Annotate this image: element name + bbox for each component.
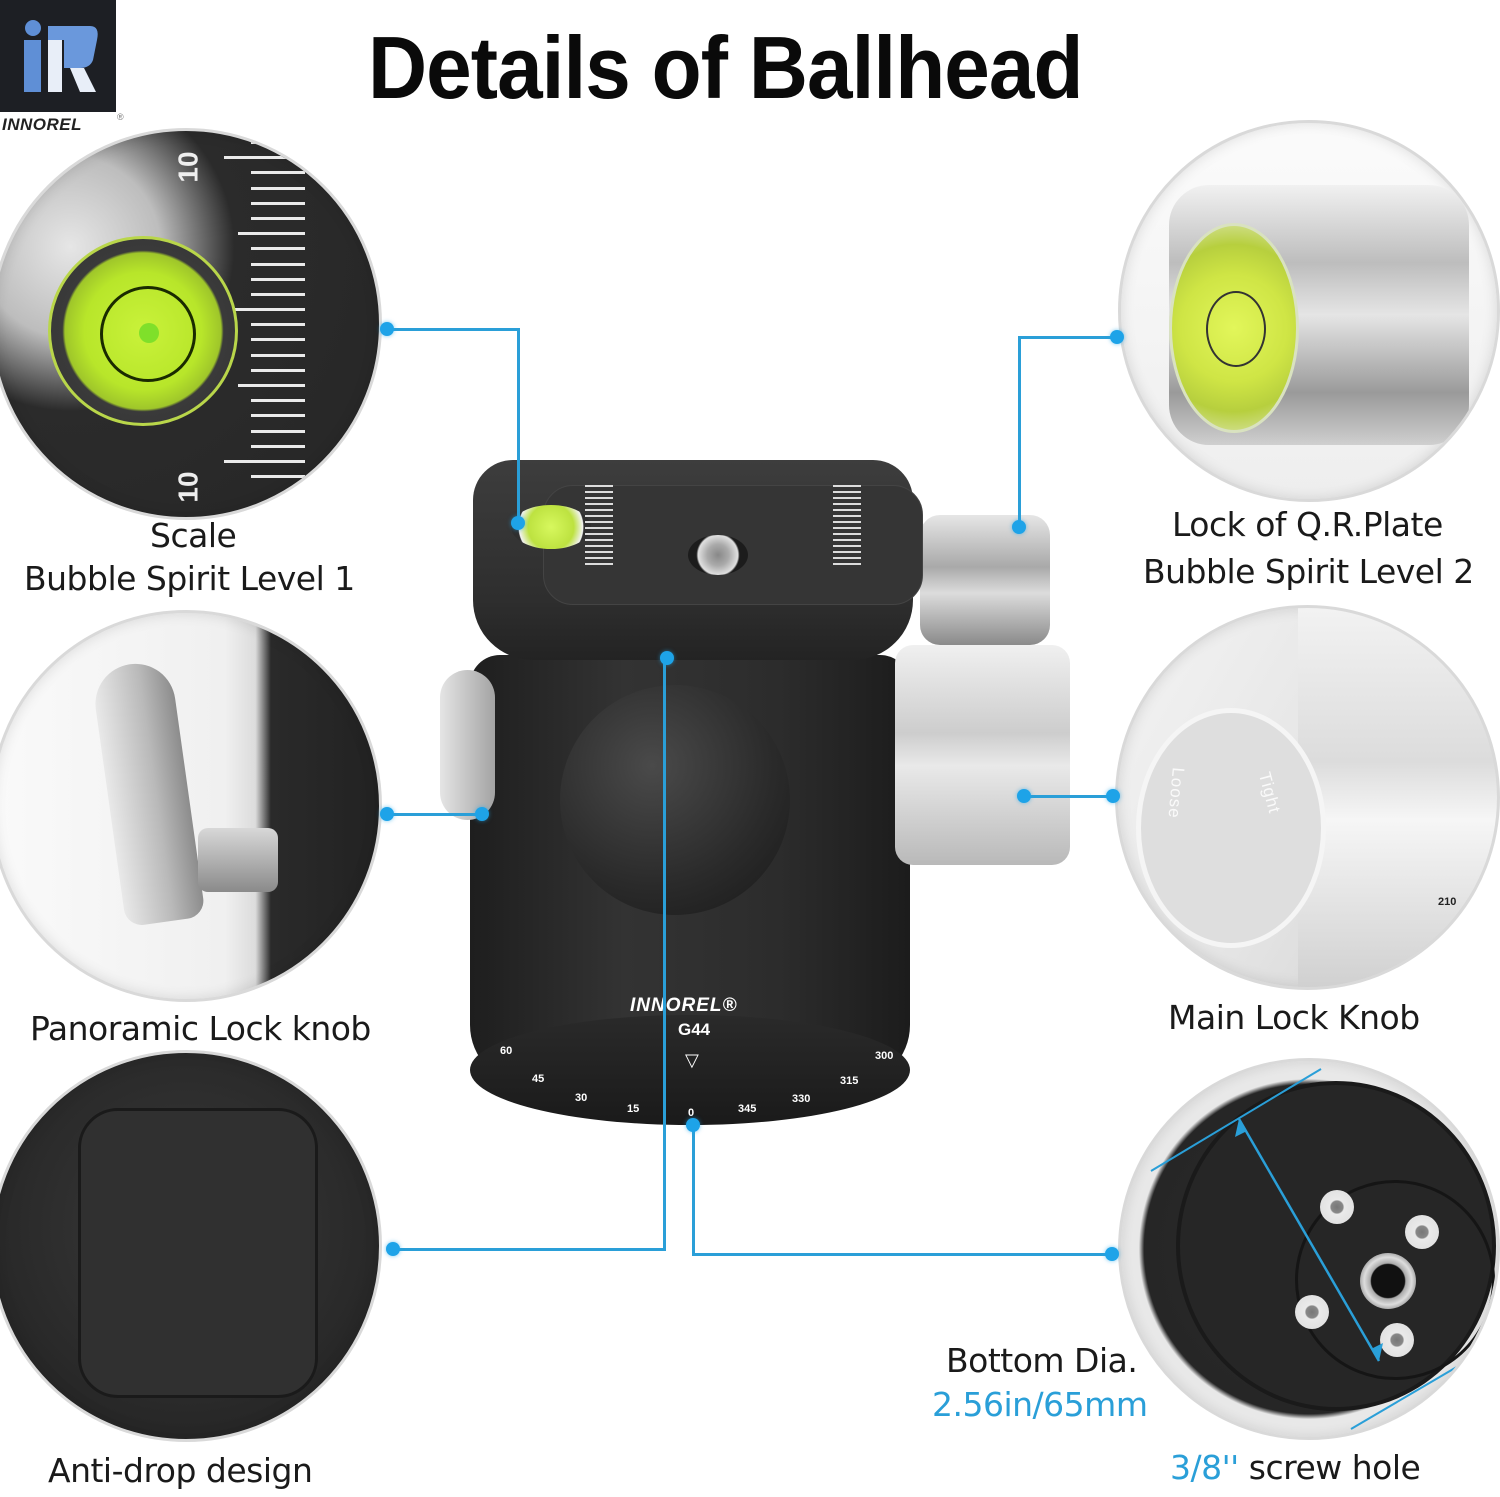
page-title: Details of Ballhead xyxy=(368,18,1083,117)
degree-mark: 315 xyxy=(840,1075,859,1087)
label-main-lock: Main Lock Knob xyxy=(1168,998,1420,1037)
ballhead-product-image: INNOREL® G44 ▽ 60 45 30 15 0 345 330 315… xyxy=(440,455,1100,1135)
clamp-screw xyxy=(688,535,748,575)
hex-screw-icon xyxy=(1295,1295,1329,1329)
threaded-hole-icon xyxy=(1360,1253,1416,1309)
registered-mark: ® xyxy=(117,112,124,122)
label-qr-lock: Lock of Q.R.Plate xyxy=(1172,505,1443,544)
bubble-ring xyxy=(100,286,196,382)
main-lock-detail-image: Loose Tight 210 xyxy=(1115,605,1500,990)
main-knob-body xyxy=(1298,608,1497,987)
main-knob-face xyxy=(1136,708,1326,948)
label-screw-hole: 3/8'' screw hole xyxy=(1170,1447,1421,1489)
screw-label: screw hole xyxy=(1248,1448,1421,1487)
anti-drop-detail-image xyxy=(0,1050,382,1442)
degree-mark: 0 xyxy=(688,1107,695,1119)
degree-mark: 345 xyxy=(738,1103,757,1115)
qr-lock-detail-image xyxy=(1118,120,1500,502)
main-lock-knob xyxy=(895,645,1070,865)
degree-mark: 60 xyxy=(500,1045,513,1057)
ir-logo-icon xyxy=(24,20,98,92)
ballhead-ball xyxy=(560,685,790,915)
bottom-detail-image xyxy=(1118,1058,1500,1440)
bottom-plate xyxy=(1176,1081,1496,1411)
degree-mark: 45 xyxy=(532,1073,545,1085)
bubble-dot xyxy=(139,323,159,343)
bubble-level-small-icon xyxy=(511,505,591,549)
label-anti-drop: Anti-drop design xyxy=(48,1451,313,1490)
panoramic-lock-lever xyxy=(440,670,495,820)
product-brand: INNOREL® xyxy=(630,995,738,1016)
anti-drop-slot xyxy=(78,1108,318,1398)
scale-number-bottom: 10 xyxy=(172,471,204,503)
degree-mark: 330 xyxy=(792,1093,811,1105)
scale-number-top: 10 xyxy=(172,151,204,183)
degree-mark: 15 xyxy=(627,1103,640,1115)
scale-level-detail-image: 10 10 xyxy=(0,128,382,520)
degree-mark: 300 xyxy=(875,1050,894,1062)
brand-logo xyxy=(0,0,116,112)
ruler-scale xyxy=(215,141,305,517)
bubble-ring-2 xyxy=(1206,291,1266,367)
bottom-dia-value: 2.56in/65mm xyxy=(932,1385,1148,1424)
label-scale: Scale xyxy=(150,516,237,555)
hex-screw-icon xyxy=(1405,1215,1439,1249)
quick-release-clamp xyxy=(473,460,923,660)
label-bottom-dia: Bottom Dia. xyxy=(946,1341,1138,1380)
label-bubble-level-2: Bubble Spirit Level 2 xyxy=(1143,552,1474,591)
brand-wordmark: INNOREL xyxy=(2,115,82,134)
hex-screw-icon xyxy=(1380,1323,1414,1357)
pointer-mark-icon: ▽ xyxy=(685,1050,699,1070)
bottom-plate-inner-ring xyxy=(1295,1180,1495,1380)
panoramic-lever xyxy=(90,658,206,928)
panoramic-base-ring xyxy=(470,1015,910,1125)
degree-mark: 30 xyxy=(575,1092,588,1104)
screw-size: 3/8'' xyxy=(1170,1448,1239,1487)
lever-pin xyxy=(198,828,278,892)
diameter-arrow-icon xyxy=(1150,1068,1497,1430)
clamp-scale-left xyxy=(585,485,613,565)
panoramic-lock-detail-image xyxy=(0,610,382,1002)
qr-lock-knob-small xyxy=(920,515,1050,645)
label-bubble-level-1: Bubble Spirit Level 1 xyxy=(24,559,355,598)
hex-screw-icon xyxy=(1320,1190,1354,1224)
product-model: G44 xyxy=(678,1020,711,1039)
clamp-scale-right xyxy=(833,485,861,565)
degree-210-label: 210 xyxy=(1438,896,1457,908)
label-panoramic-lock: Panoramic Lock knob xyxy=(30,1009,371,1048)
